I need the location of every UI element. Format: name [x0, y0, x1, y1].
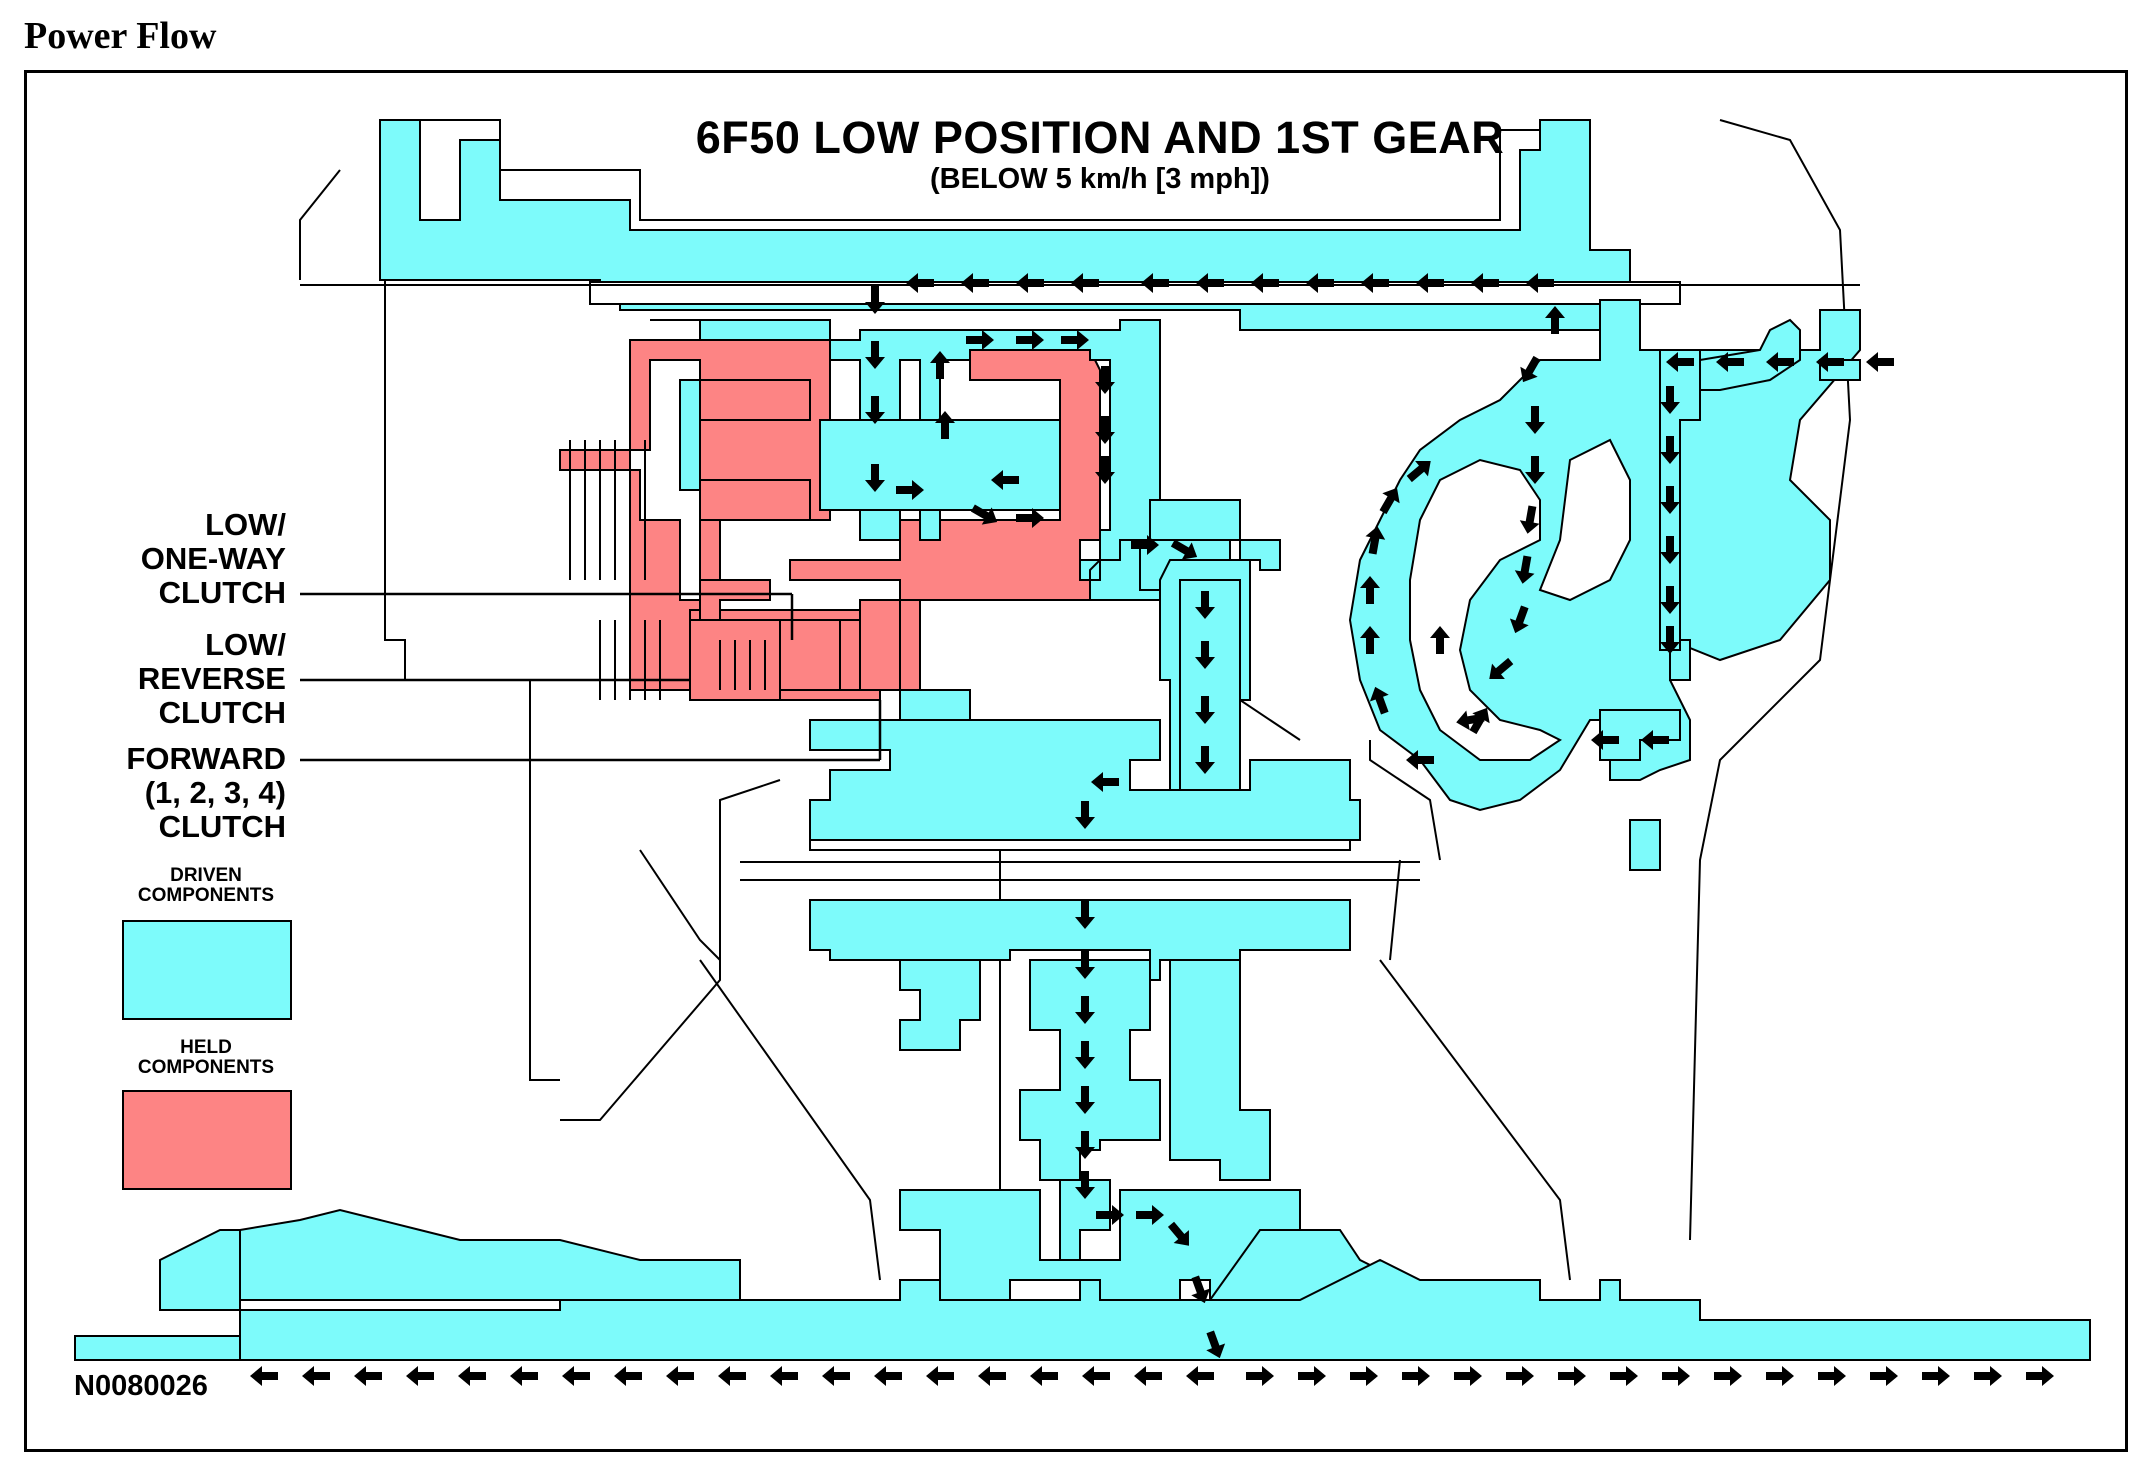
page-heading: Power Flow	[24, 15, 217, 57]
legend-label-driven: DRIVEN COMPONENTS	[137, 865, 275, 906]
callout-leader-lines	[300, 592, 882, 762]
figure-id: N0080026	[70, 1366, 249, 1406]
driven-components-shapes	[74, 119, 2091, 1361]
legend-swatch-driven	[122, 920, 292, 1020]
clutch-plates	[569, 440, 766, 700]
callout-low-one-way-clutch: LOW/ ONE-WAY CLUTCH	[140, 507, 286, 610]
legend-swatch-held	[122, 1090, 292, 1190]
callout-low-reverse-clutch: LOW/ REVERSE CLUTCH	[137, 627, 286, 730]
diagram-subtitle: (BELOW 5 km/h [3 mph])	[930, 163, 1270, 195]
diagram-title: 6F50 LOW POSITION AND 1ST GEAR	[695, 112, 1505, 163]
callout-forward-clutch: FORWARD (1, 2, 3, 4) CLUTCH	[126, 741, 286, 844]
legend-label-held: HELD COMPONENTS	[137, 1037, 275, 1078]
housing-outline	[299, 119, 1852, 1300]
axle-left-arrows	[250, 1366, 1214, 1386]
axle-right-arrows	[1246, 1366, 2054, 1386]
